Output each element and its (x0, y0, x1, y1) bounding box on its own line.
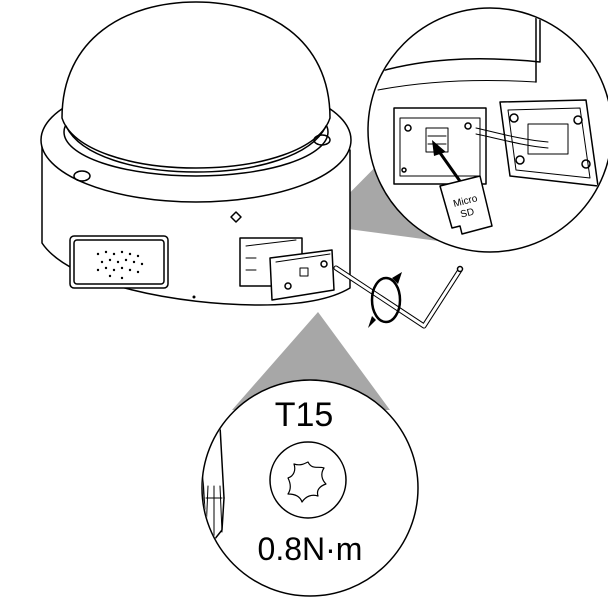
dome-camera (40, 1, 352, 306)
hex-key-icon (333, 265, 464, 329)
slot-recess (393, 107, 487, 185)
sd-zoom-frame (367, 7, 608, 253)
torx-spec-zoom (201, 379, 419, 597)
cover-screw-right (320, 260, 328, 268)
grille-holes (96, 250, 144, 280)
insert-arrow-icon (432, 140, 464, 186)
sd-slot-zoom (367, 7, 608, 253)
camera-dome (61, 1, 331, 169)
alignment-mark (230, 211, 242, 223)
ring-screw-hole-right (313, 134, 331, 146)
cover-screw-left (284, 282, 292, 290)
micro-sd-card (439, 175, 493, 235)
removed-cover (475, 99, 599, 187)
torx-size-label: T15 (275, 396, 334, 434)
torque-label: 0.8N·m (258, 531, 363, 567)
dome-edge-band (65, 125, 327, 173)
ring-screw-hole-left (73, 170, 91, 182)
sd-card-label-line2: SD (459, 207, 475, 221)
side-slot-cover (239, 237, 335, 301)
rotate-arrow-icon (368, 272, 402, 328)
mic-hole (192, 295, 196, 299)
torx-star-icon (287, 461, 327, 503)
lower-callout-wedge (232, 312, 390, 410)
